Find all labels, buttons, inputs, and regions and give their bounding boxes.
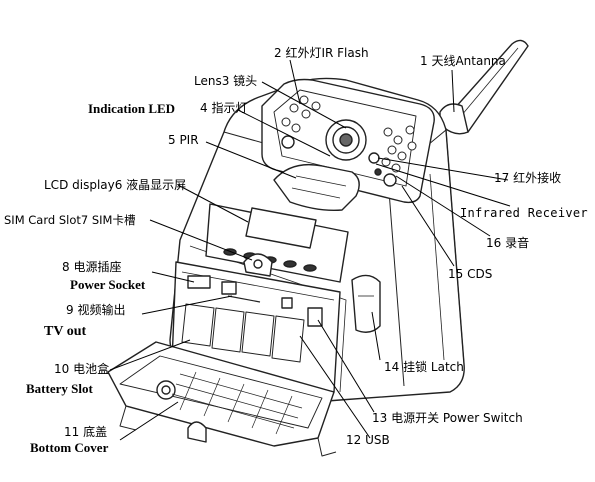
label-infrared-receiver-en: Infrared Receiver: [460, 206, 588, 220]
bottom-cover-grid: [171, 371, 303, 435]
bottom-cover-drawing: [107, 341, 335, 447]
label-power-switch: 13 电源开关 Power Switch: [372, 411, 523, 425]
label-bottom-cover-en: Bottom Cover: [30, 440, 109, 455]
label-video-out-cn: 9 视频输出: [66, 303, 126, 317]
label-ir-flash: 2 红外灯IR Flash: [274, 46, 369, 60]
label-lcd-display: LCD display6 液晶显示屏: [44, 178, 187, 192]
label-lens: Lens3 镜头: [194, 74, 258, 88]
hinge-drawing: [243, 253, 273, 277]
label-infrared-receiver-cn: 17 红外接收: [494, 171, 562, 185]
pir-drawing: [273, 163, 360, 212]
latch-drawing: [351, 274, 381, 333]
label-battery-cn: 10 电池盒: [54, 362, 110, 376]
label-power-socket-en: Power Socket: [70, 277, 146, 292]
leader-lines: [109, 59, 511, 441]
label-indication-led-cn: 4 指示灯: [200, 101, 248, 115]
label-bottom-cover-cn: 11 底盖: [64, 425, 108, 439]
label-battery-en: Battery Slot: [26, 381, 93, 396]
label-antenna: 1 天线Antanna: [420, 54, 506, 68]
label-sim-card-slot: SIM Card Slot7 SIM卡槽: [4, 213, 136, 227]
label-recording: 16 录音: [486, 236, 530, 250]
label-cds: 15 CDS: [448, 267, 493, 281]
label-indication-led-en: Indication LED: [88, 101, 176, 116]
label-tv-out: TV out: [44, 324, 87, 339]
label-usb: 12 USB: [346, 433, 390, 447]
label-latch: 14 挂锁 Latch: [384, 360, 464, 374]
label-power-socket-cn: 8 电源插座: [62, 260, 122, 274]
antenna-drawing: [439, 39, 529, 135]
label-pir: 5 PIR: [168, 133, 199, 147]
